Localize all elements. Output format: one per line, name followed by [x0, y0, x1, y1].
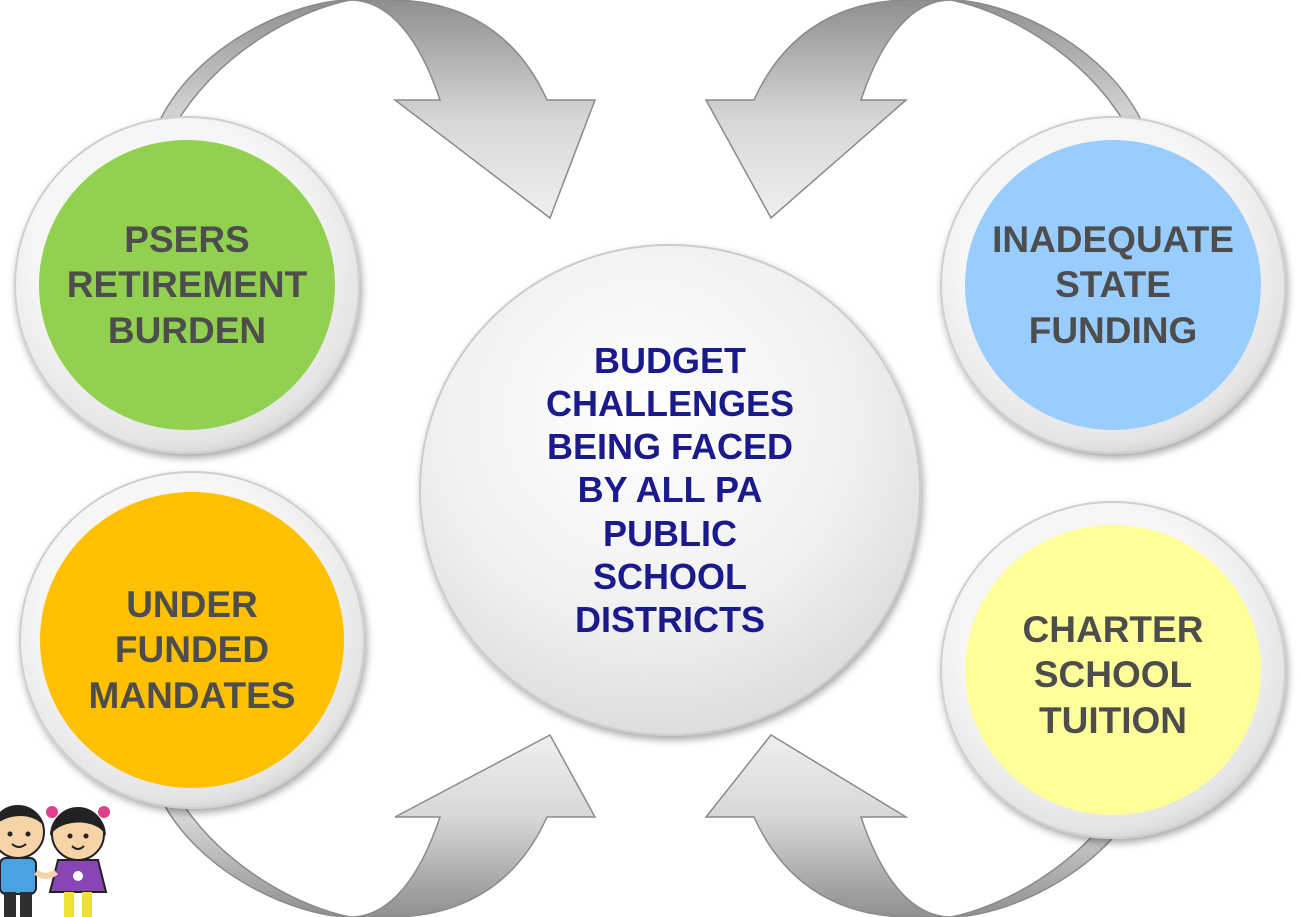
- node-state-fill: [965, 140, 1261, 430]
- node-charter-fill: [965, 525, 1261, 815]
- node-psers-fill: [39, 140, 335, 430]
- curved-arrow-bottom-right: [704, 734, 1143, 917]
- children-holding-hands-icon: [0, 805, 110, 917]
- curved-arrow-top-right: [704, 0, 1143, 220]
- center-node: [419, 244, 921, 736]
- curved-arrow-bottom-left: [158, 733, 597, 917]
- node-state: [940, 116, 1286, 454]
- node-mandates-label: UNDER FUNDED MANDATES: [88, 584, 296, 716]
- node-mandates-fill: [40, 492, 344, 788]
- center-node-label: BUDGET CHALLENGES BEING FACED BY ALL PA …: [545, 339, 794, 640]
- node-mandates: [19, 471, 365, 809]
- node-psers: [14, 116, 360, 454]
- node-state-label: INADEQUATE STATE FUNDING: [992, 219, 1234, 351]
- node-charter-label: CHARTER SCHOOL TUITION: [1022, 609, 1204, 741]
- node-psers-label: PSERS RETIREMENT BURDEN: [66, 219, 308, 351]
- curved-arrow-top-left: [158, 0, 597, 220]
- node-charter: [940, 501, 1286, 839]
